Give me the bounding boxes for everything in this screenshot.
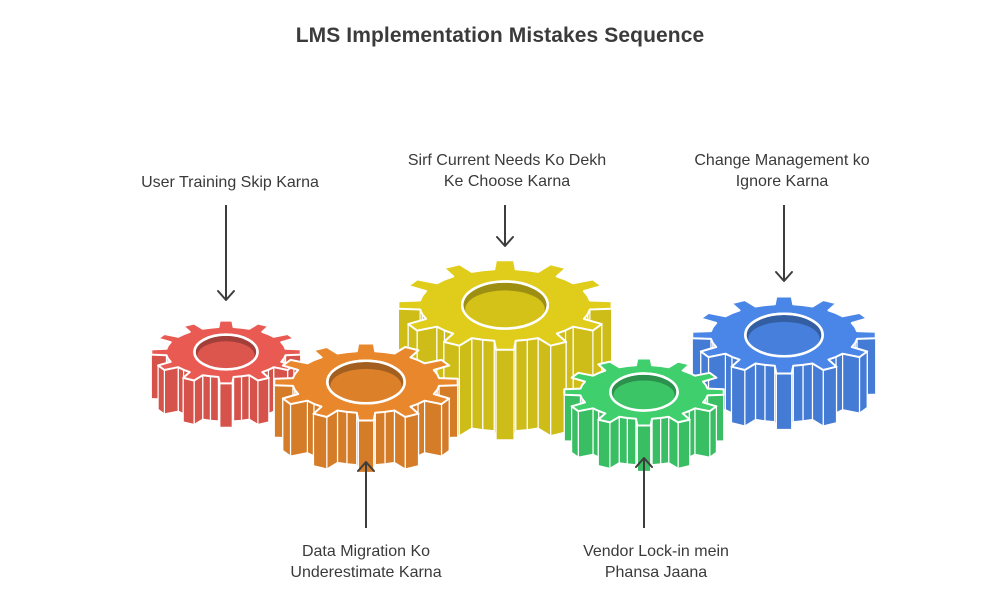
step-label-5-line-1: Change Management ko (694, 152, 870, 169)
step-label-4-line-2: Phansa Jaana (604, 564, 708, 581)
arrow-3 (496, 205, 514, 247)
arrow-5 (775, 205, 793, 282)
step-label-3: Sirf Current Needs Ko Dekh Ke Choose Kar… (362, 150, 652, 192)
gear-icon-2 (273, 342, 459, 474)
arrow-1 (217, 205, 235, 301)
step-label-4-line-1: Vendor Lock-in mein (583, 543, 729, 560)
step-label-1-line-1: User Training Skip Karna (141, 174, 319, 191)
arrow-2 (357, 461, 375, 528)
step-label-5-line-2: Ignore Karna (735, 173, 829, 190)
step-label-4: Vendor Lock-in mein Phansa Jaana (526, 541, 786, 583)
step-label-3-line-2: Ke Choose Karna (443, 173, 571, 190)
step-label-3-line-1: Sirf Current Needs Ko Dekh (407, 152, 607, 169)
gear-icon-4 (563, 357, 725, 473)
step-label-1: User Training Skip Karna (100, 172, 360, 193)
step-label-2-line-2: Underestimate Karna (290, 564, 442, 581)
arrow-4 (635, 457, 653, 528)
step-label-2: Data Migration Ko Underestimate Karna (236, 541, 496, 583)
diagram-title: LMS Implementation Mistakes Sequence (295, 24, 705, 47)
step-label-5: Change Management ko Ignore Karna (652, 150, 912, 192)
step-label-2-line-1: Data Migration Ko (301, 543, 431, 560)
